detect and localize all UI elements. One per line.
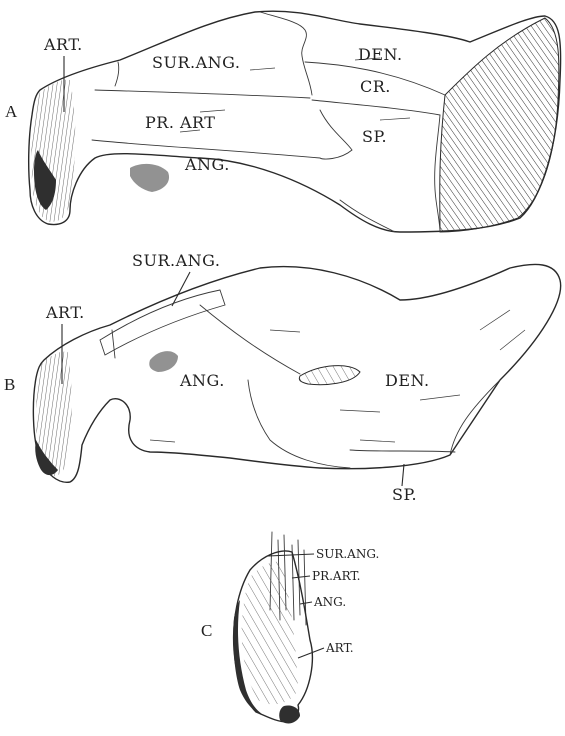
view-b: B SUR.ANG. ART. ANG. [4,251,561,504]
leader-sp-b [402,464,404,486]
suture-den-a [260,12,312,95]
label-sp-a: SP. [362,127,387,146]
label-art-c: ART. [325,641,354,655]
figure-letter-b: B [4,375,15,394]
suture-sp-lower-a [340,200,395,232]
label-den-b: DEN. [385,371,430,390]
label-den-a: DEN. [358,45,403,64]
suture-cr-bottom-a [312,100,440,115]
dentary-notch-b [299,366,360,385]
label-pr-art-c: PR.ART. [312,569,360,583]
angular-foramen-b [149,351,178,372]
label-art-b: ART. [45,303,85,322]
angular-notch-a [130,164,169,192]
suture-sur-ang-b [100,290,225,355]
label-sur-ang-b: SUR.ANG. [132,251,220,270]
figure-letter-c: C [201,621,212,640]
label-sp-b: SP. [392,485,417,504]
bone-c-shading [242,562,298,705]
label-ang-b: ANG. [179,371,225,390]
label-ang-a: ANG. [184,155,230,174]
jaw-b-outline [33,264,560,482]
dentary-hatching-a [440,18,559,232]
label-sur-ang-c: SUR.ANG. [316,547,379,561]
bone-c-tip [279,705,300,723]
label-pr-art-a: PR. ART [145,113,215,132]
suture-sur-ang-inner-b [112,330,115,358]
suture-sp-a [320,110,352,159]
view-c: C SUR.ANG. PR.ART. ANG. ART. [201,532,379,723]
label-art-a: ART. [43,35,83,54]
label-sur-ang-a: SUR.ANG. [152,53,240,72]
suture-sur-ang-upper-a [115,62,119,86]
leader-ang-c [300,602,312,604]
suture-sur-ang-lower-a [95,90,310,98]
suture-ang-den-b [200,305,300,374]
leader-art-c [298,648,324,658]
figure-letter-a: A [5,102,18,121]
view-a: A ART. SUR.ANG. DEN. [5,11,561,232]
suture-ang-lower-b [248,380,350,468]
suture-hatch-edge-a [435,115,440,232]
suture-sp-b [350,450,455,452]
leader-sur-ang-c [268,554,314,556]
leader-pr-art-c [292,576,310,578]
label-cr-a: CR. [360,77,391,96]
label-ang-c: ANG. [313,595,346,609]
